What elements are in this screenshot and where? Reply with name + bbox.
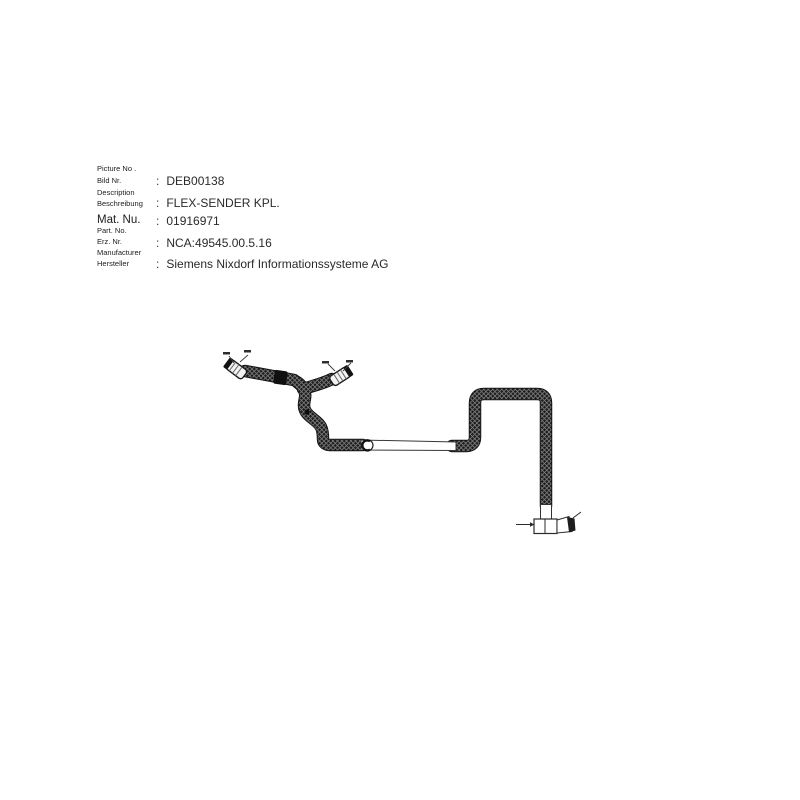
value-mat-nu: :01916971 xyxy=(156,214,220,228)
picture-no-value: DEB00138 xyxy=(166,174,225,188)
label-part-no: Part. No. xyxy=(97,226,127,235)
label-manufacturer: Manufacturer xyxy=(97,248,142,257)
cable-ferrule-band xyxy=(273,369,288,386)
connector-callout-mark xyxy=(322,361,329,364)
colon: : xyxy=(156,236,160,250)
colon: : xyxy=(156,174,160,188)
end-connector-leader-arrow xyxy=(530,522,535,527)
label-mat-nu: Mat. Nu. xyxy=(97,214,141,226)
connector-callout-mark xyxy=(223,352,230,355)
value-picture-no: : DEB00138 xyxy=(156,174,225,188)
label-erz-nr: Erz. Nr. xyxy=(97,237,123,246)
description-value: FLEX-SENDER KPL. xyxy=(166,196,280,210)
left-branch-connector xyxy=(223,350,251,380)
label-description: Description xyxy=(97,188,135,197)
cable-harness xyxy=(238,364,553,513)
label-hersteller: Hersteller xyxy=(97,259,130,268)
hose-clamp-ring xyxy=(361,439,371,452)
manufacturer-value: Siemens Nixdorf Informationssysteme AG xyxy=(166,257,389,271)
cable-braid-texture xyxy=(239,365,552,512)
end-sleeve xyxy=(540,504,552,521)
label-picture-no: Picture No . xyxy=(97,164,137,173)
value-manufacturer: : Siemens Nixdorf Informationssysteme AG xyxy=(156,257,389,271)
connector-callout-mark xyxy=(346,360,353,363)
label-beschreibung: Beschreibung xyxy=(97,199,143,208)
label-bild-nr: Bild Nr. xyxy=(97,176,122,185)
connector-callout-mark xyxy=(244,350,251,353)
connector-ridges xyxy=(333,369,347,384)
tube-body xyxy=(360,439,457,452)
mat-nu-value: 01916971 xyxy=(166,214,220,228)
colon: : xyxy=(156,257,160,271)
connector-tip xyxy=(223,357,234,370)
end-connector xyxy=(516,504,582,535)
callout-leader-line xyxy=(228,354,249,364)
erz-nr-value: NCA:49545.00.5.16 xyxy=(166,236,272,250)
inline-tube xyxy=(360,439,457,452)
value-description: : FLEX-SENDER KPL. xyxy=(156,196,280,210)
callout-leader-line xyxy=(327,362,352,372)
value-erz-nr: : NCA:49545.00.5.16 xyxy=(156,236,272,250)
end-connector-plug-cap xyxy=(567,517,576,533)
right-branch-connector xyxy=(322,360,354,387)
connector-ridges xyxy=(228,361,243,376)
colon: : xyxy=(156,214,160,228)
cable-tie-dot xyxy=(304,409,310,415)
end-connector-pin-line xyxy=(572,511,582,519)
colon: : xyxy=(156,196,160,210)
